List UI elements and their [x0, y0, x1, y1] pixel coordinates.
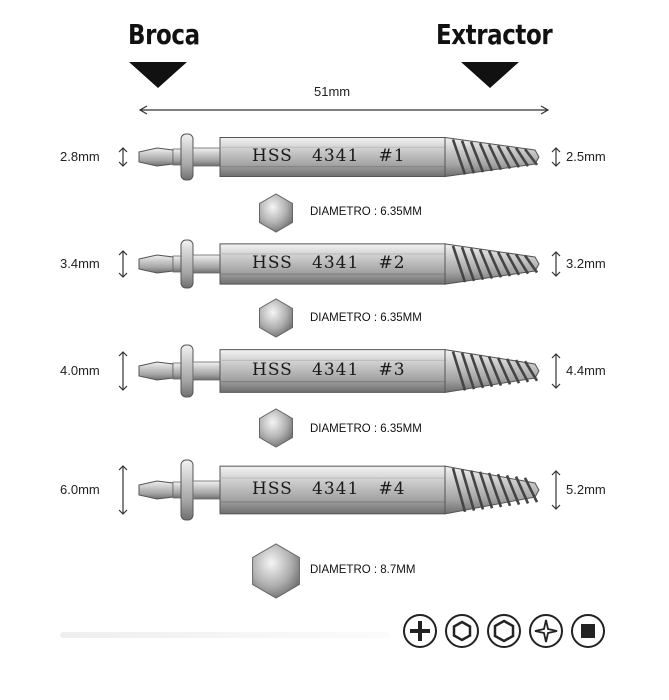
extractor-arrow-icon [461, 62, 519, 88]
hex-shank-icon [252, 543, 300, 599]
bit-4-image [135, 458, 545, 522]
hex-socket-icon [445, 614, 479, 648]
square-socket-icon [571, 614, 605, 648]
hex-shank-icon [259, 298, 293, 338]
diameter-label: DIAMETRO : 6.35MM [310, 423, 422, 435]
bit-engraving: HSS 4341 #4 [252, 479, 406, 499]
bit-engraving: HSS 4341 #1 [252, 146, 406, 166]
hex-round-icon [487, 614, 521, 648]
length-label: 51mm [314, 84, 351, 99]
extractor-label: Extractor [436, 18, 553, 51]
bit-2-image [135, 238, 545, 290]
length-dimension-line [138, 105, 550, 115]
phillips-icon [403, 614, 437, 648]
drill-size-label: 4.0mm [60, 363, 100, 378]
drill-size-label: 6.0mm [60, 482, 100, 497]
diameter-label: DIAMETRO : 6.35MM [310, 206, 422, 218]
diameter-label: DIAMETRO : 8.7MM [310, 564, 416, 576]
bit-engraving: HSS 4341 #2 [252, 253, 406, 273]
drill-size-arrow-icon [118, 250, 128, 278]
floor-shadow [60, 632, 390, 638]
drill-size-arrow-icon [118, 465, 128, 515]
drill-size-arrow-icon [118, 351, 128, 391]
bit-1-image [135, 132, 545, 182]
hex-shank-icon [259, 408, 293, 448]
drill-size-label: 3.4mm [60, 256, 100, 271]
broca-arrow-icon [129, 62, 187, 88]
extractor-size-label: 4.4mm [566, 363, 606, 378]
drill-size-label: 2.8mm [60, 149, 100, 164]
drill-size-arrow-icon [118, 147, 128, 167]
extractor-size-label: 5.2mm [566, 482, 606, 497]
extractor-size-label: 3.2mm [566, 256, 606, 271]
extractor-size-arrow-icon [551, 251, 561, 277]
screw-type-icons [403, 614, 605, 648]
extractor-size-arrow-icon [551, 353, 561, 389]
extractor-size-arrow-icon [551, 470, 561, 510]
hex-shank-icon [259, 193, 293, 233]
torx-icon [529, 614, 563, 648]
broca-label: Broca [128, 18, 200, 51]
diameter-label: DIAMETRO : 6.35MM [310, 312, 422, 324]
bit-3-image [135, 343, 545, 399]
bit-engraving: HSS 4341 #3 [252, 360, 406, 380]
extractor-size-arrow-icon [551, 147, 561, 167]
extractor-size-label: 2.5mm [566, 149, 606, 164]
